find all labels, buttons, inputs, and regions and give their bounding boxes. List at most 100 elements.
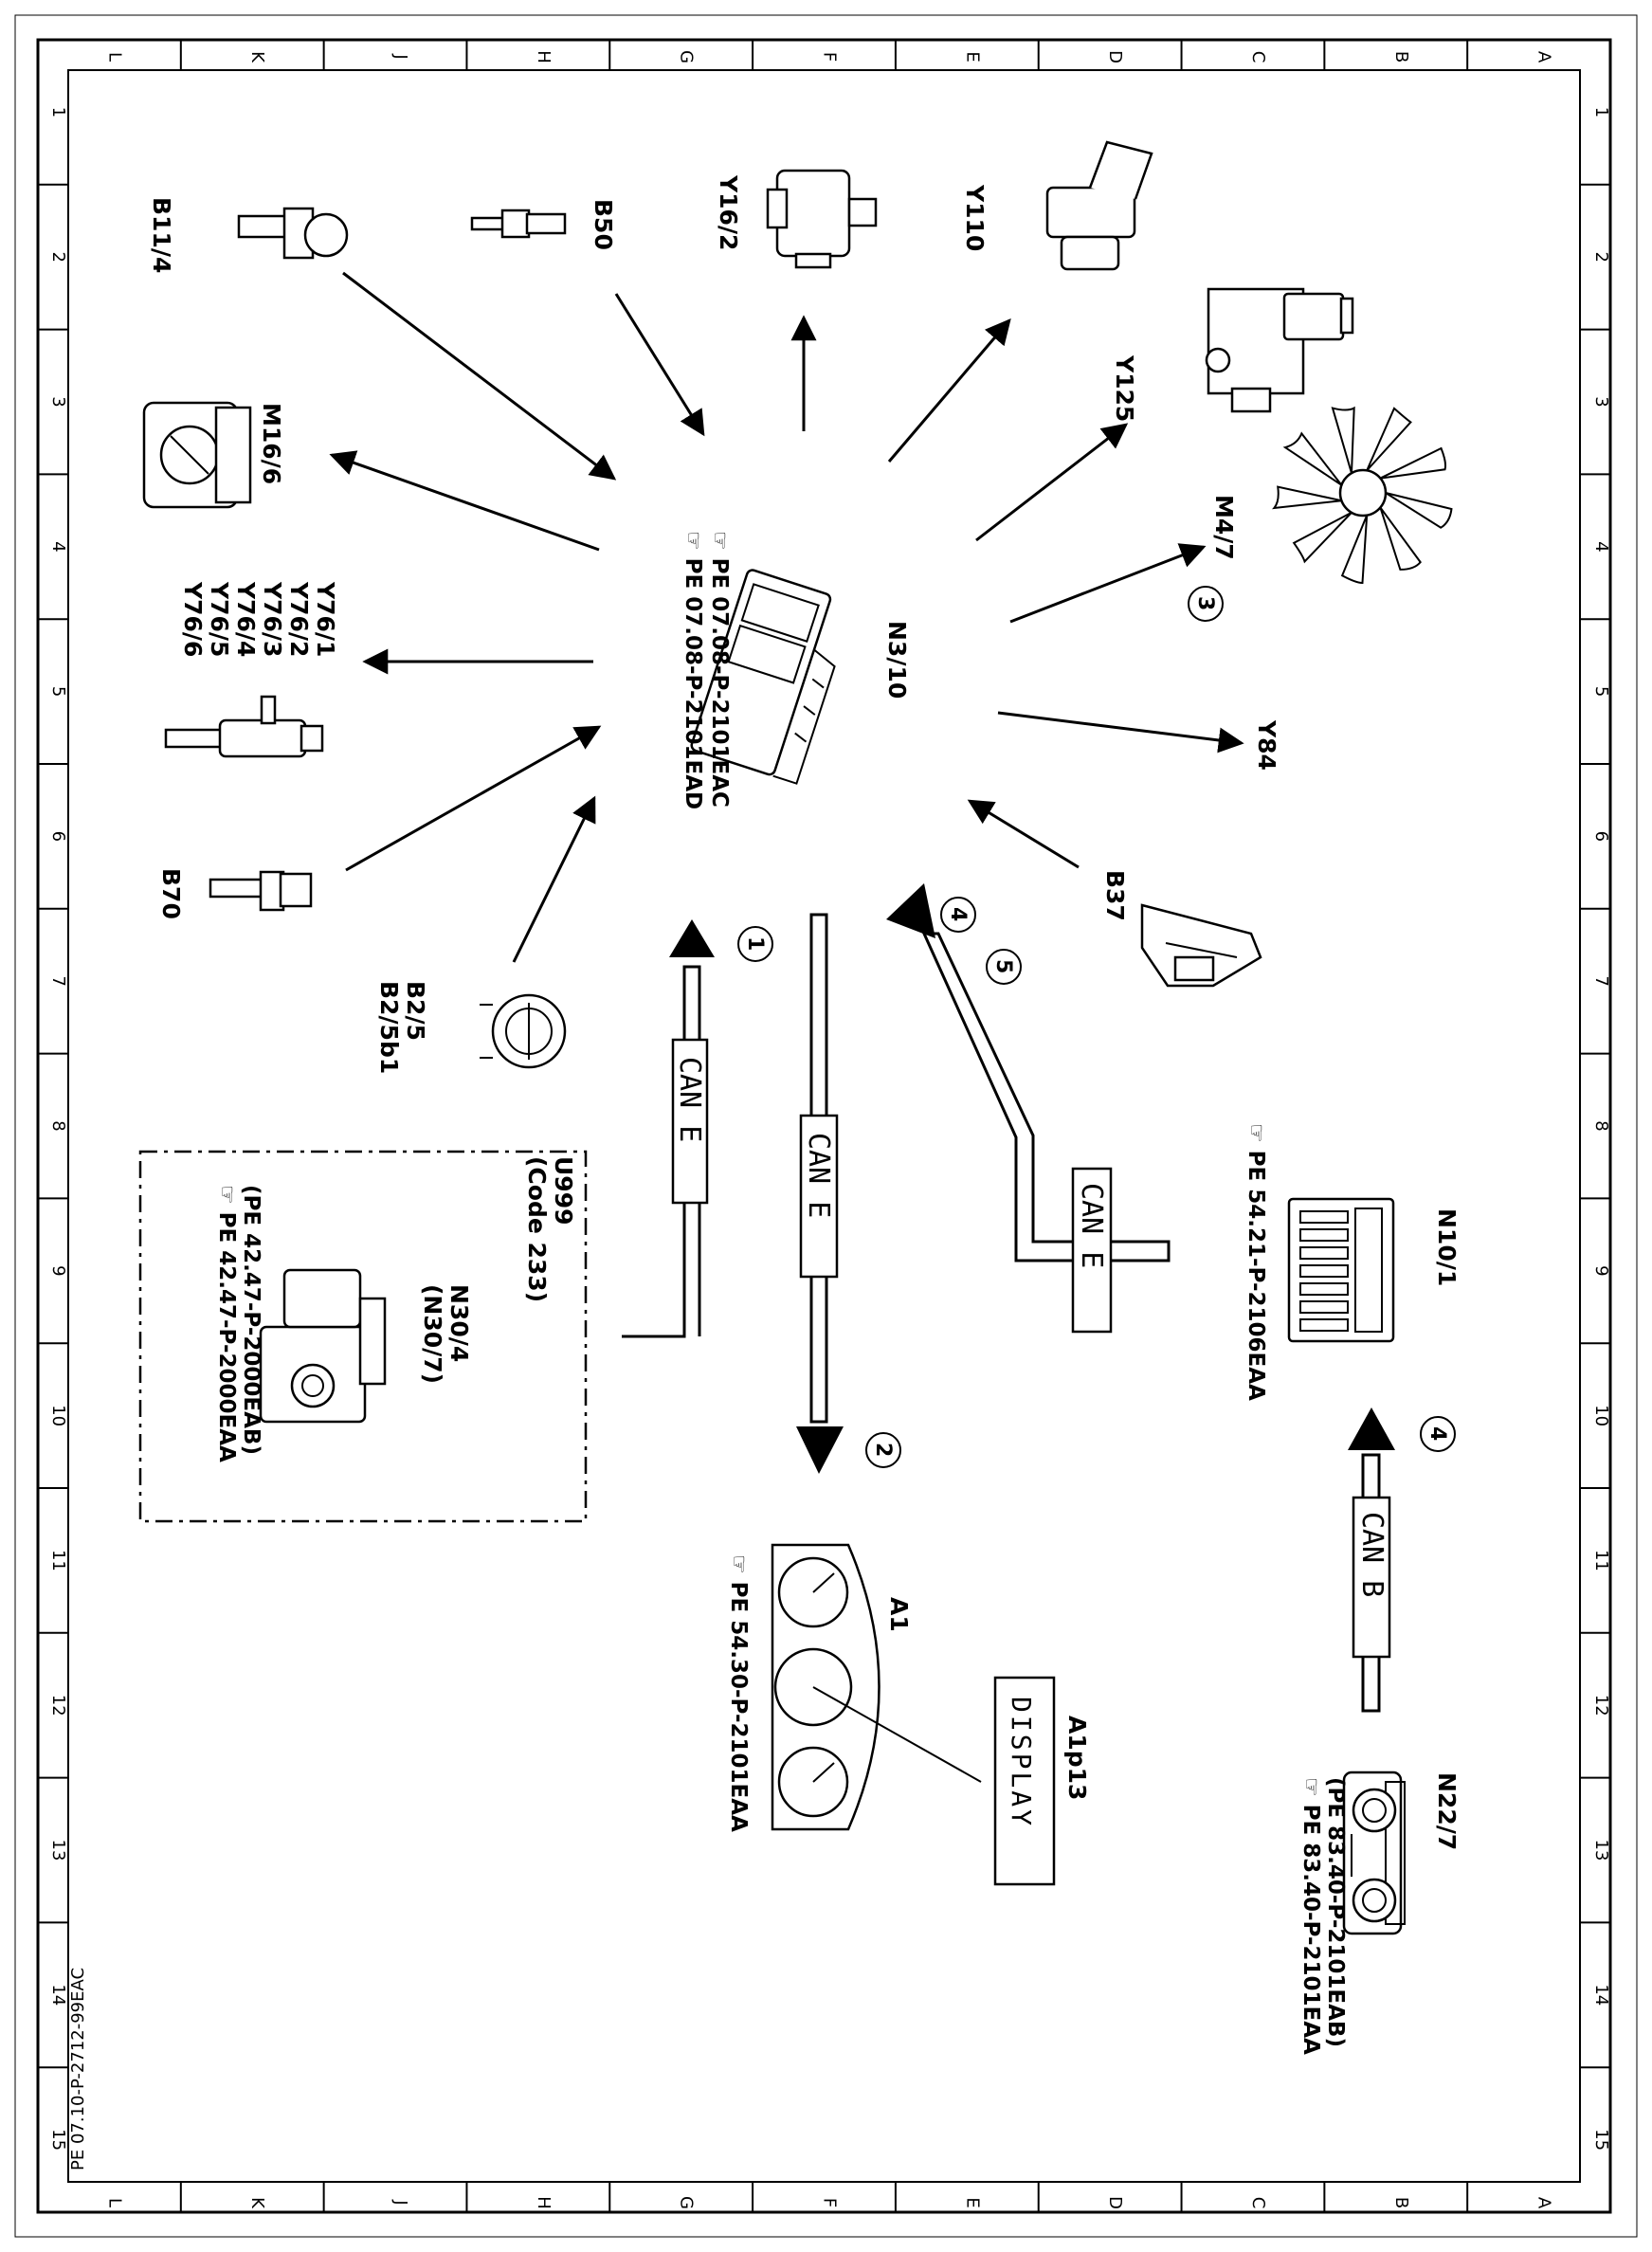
fan-blade [1340,515,1369,584]
ecu-label: N3/10 [883,621,911,699]
svg-text:A1p13: A1p13 [1063,1716,1091,1800]
row-number: 7 [48,975,68,986]
a1p13-display: DISPLAY A1p13 [993,1676,1091,1886]
y76-5-label: Y76/5 [206,581,233,657]
svg-text:Y110: Y110 [961,184,989,251]
column-letter: E [962,2197,982,2207]
n30-4-label: N30/4 [445,1284,473,1362]
column-letter: F [820,52,840,62]
n30-4-ref-2: (PE 42.47-P-2000EAB) [239,1185,263,1455]
connector-slot [1299,1300,1349,1314]
can-e-label-2: CAN E [802,1133,835,1218]
column-letter: G [677,50,697,64]
svg-text:M16/6: M16/6 [258,403,285,484]
row-number: 12 [1591,1695,1611,1716]
y16-2-valve: Y16/2 [715,169,878,269]
can-e-bus-2: CAN E [796,913,844,1474]
row-number: 4 [48,541,68,552]
svg-text:M4/7: M4/7 [1210,495,1238,560]
svg-text:3: 3 [1193,596,1217,610]
column-letter: K [247,51,267,64]
svg-text:B11/4: B11/4 [148,197,175,273]
row-number: 5 [48,686,68,697]
column-letter: B [1391,51,1411,63]
row-number: 9 [1591,1265,1611,1276]
y125-valve: Y125 [1111,287,1354,422]
can-b-bus: CAN B [1348,1408,1395,1713]
row-number: 4 [1591,541,1611,552]
svg-text:1: 1 [743,936,767,951]
svg-text:Y16/2: Y16/2 [715,174,742,250]
u999-code-233-box: U999 (Code 233) N30/4 (N30/7) ☞ PE 42.47… [138,1150,588,1523]
b37-pedal-sensor: B37 [1101,870,1262,988]
svg-text:B70: B70 [157,868,185,919]
row-number: 10 [1591,1405,1611,1426]
fan-blade [1366,407,1412,472]
n22-7-ref-2: (PE 83.40-P-2101EAB) [1323,1777,1348,2047]
column-letter: H [534,2196,554,2209]
fan-blade [1292,511,1352,564]
row-number: 6 [48,831,68,842]
y76-4-label: Y76/4 [232,581,260,657]
column-letter: C [1248,2197,1268,2209]
row-number: 13 [48,1840,68,1862]
ecu-ref-1: ☞ PE 07.08-P-2101EAC [707,531,732,808]
signal-number-4: 4 [940,897,976,933]
column-letter: C [1248,51,1268,64]
y76-injectors: Y76/1 Y76/2 Y76/3 Y76/4 Y76/5 Y76/6 [164,581,339,758]
column-letter: A [1534,2197,1554,2209]
b2-5-hfm-sensor: B2/5 B2/5b1 [375,981,567,1074]
signal-number-5: 5 [986,949,1022,985]
row-number: 8 [48,1120,68,1131]
ecu-ref-2: ☞ PE 07.08-P-2101EAD [681,531,705,809]
row-number: 3 [48,396,68,407]
n22-7-climate-control: N22/7 ☞ PE 83.40-P-2101EAA (PE 83.40-P-2… [1298,1771,1461,2055]
column-letter: D [1105,2196,1125,2209]
fan-blade [1331,406,1355,474]
row-number: 1 [48,107,68,118]
svg-text:B50: B50 [590,199,617,250]
row-number: 11 [48,1550,68,1571]
column-letter: E [962,51,982,62]
row-number: 2 [48,251,68,262]
ecu-n3-10: N3/10 ☞ PE 07.08-P-2101EAC ☞ PE 07.08-P-… [681,531,911,809]
row-number: 5 [1591,686,1611,697]
y76-6-label: Y76/6 [179,581,207,657]
signal-number-4b: 4 [1420,1416,1456,1452]
column-letter: H [534,50,554,64]
b2-5-label: B2/5 [402,981,429,1041]
column-letter: J [390,2199,410,2205]
signal-number-2: 2 [865,1432,901,1468]
b11-4-coolant-temp-sensor: B11/4 [148,197,349,273]
a1-ref: ☞ PE 54.30-P-2101EAA [726,1554,751,1832]
n10-1-sam-module: N10/1 ☞ PE 54.21-P-2106EAA [1244,1123,1461,1401]
row-number: 14 [1591,1984,1611,2006]
y76-2-label: Y76/2 [285,581,313,657]
column-letter: J [390,53,410,59]
fan-blade [1385,492,1453,529]
fan-blade [1282,431,1343,486]
svg-text:Y125: Y125 [1111,354,1138,422]
column-letter: G [677,2196,697,2209]
n30-7-label: (N30/7) [419,1284,446,1384]
fan-blade [1272,485,1342,510]
connector-slot [1299,1264,1349,1278]
row-number: 13 [1591,1840,1611,1862]
row-number: 8 [1591,1120,1611,1131]
drawing-frame [14,14,1638,2238]
fan-blade [1379,506,1422,571]
can-e-bus-1: CAN E [622,919,715,1338]
row-number: 11 [1591,1550,1611,1571]
signal-arrows [329,271,1244,963]
svg-text:DISPLAY: DISPLAY [1006,1697,1037,1828]
column-letter: L [104,52,124,62]
b70-crankshaft-sensor: B70 [157,868,313,919]
connector-slot [1299,1318,1349,1332]
column-letter: B [1391,2197,1411,2208]
svg-text:N10/1: N10/1 [1433,1208,1461,1286]
column-letter: A [1534,51,1554,64]
svg-text:N22/7: N22/7 [1433,1772,1461,1850]
